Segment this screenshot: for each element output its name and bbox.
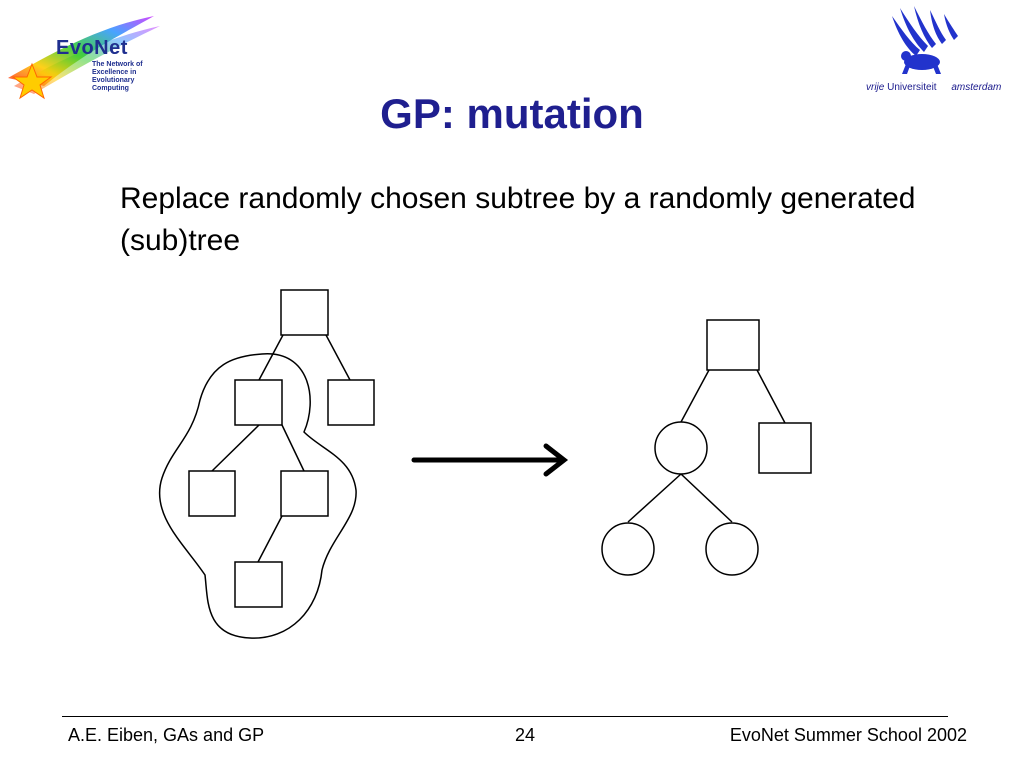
tagline-line: Evolutionary bbox=[92, 77, 135, 84]
tree-edge bbox=[281, 424, 305, 472]
tree-node-square bbox=[280, 289, 329, 336]
tree-edge bbox=[756, 369, 786, 424]
right-arrow-icon bbox=[411, 443, 569, 477]
tree-node-circle bbox=[654, 421, 708, 475]
footer-author: A.E. Eiben, GAs and GP bbox=[68, 725, 265, 745]
tree-node-square bbox=[234, 379, 283, 426]
subtree-outline bbox=[158, 353, 357, 639]
vu-universiteit: Universiteit bbox=[887, 82, 937, 93]
evonet-tagline: The Network of Excellence in Evolutionar… bbox=[92, 61, 162, 93]
tree-node-square bbox=[188, 470, 236, 517]
tree-edge bbox=[680, 473, 733, 523]
original-tree bbox=[158, 289, 375, 639]
tree-edge bbox=[680, 369, 710, 423]
tree-node-circle bbox=[601, 522, 655, 576]
slide-title: GP: mutation bbox=[380, 90, 644, 137]
vu-amsterdam: amsterdam bbox=[951, 82, 1002, 93]
footer-divider bbox=[62, 716, 948, 717]
tree-edge bbox=[325, 334, 351, 381]
tree-edge bbox=[258, 334, 284, 381]
footer-event: EvoNet Summer School 2002 bbox=[729, 725, 967, 745]
vu-vrije: vrije bbox=[866, 82, 885, 93]
griffin-icon bbox=[892, 6, 958, 74]
footer-page-number: 24 bbox=[514, 725, 536, 745]
mutation-diagram bbox=[158, 289, 812, 639]
tree-node-square bbox=[280, 470, 329, 517]
slide-body-text: Replace randomly chosen subtree by a ran… bbox=[120, 182, 916, 257]
evonet-name: EvoNet bbox=[56, 37, 128, 59]
tagline-line: The Network of bbox=[92, 61, 143, 68]
rainbow-star-icon bbox=[8, 16, 160, 100]
tree-node-square bbox=[327, 379, 375, 426]
tagline-line: Computing bbox=[92, 85, 129, 92]
tree-node-square bbox=[234, 561, 283, 608]
vu-wordmark: vrije Universiteit amsterdam bbox=[866, 82, 1001, 93]
tagline-line: Excellence in bbox=[92, 69, 137, 76]
tree-edge bbox=[211, 424, 260, 472]
tree-edge bbox=[627, 473, 682, 523]
tree-edge bbox=[257, 515, 283, 563]
tree-node-square bbox=[706, 319, 760, 371]
tree-node-circle bbox=[705, 522, 759, 576]
tree-node-square bbox=[758, 422, 812, 474]
mutated-tree bbox=[601, 319, 812, 576]
